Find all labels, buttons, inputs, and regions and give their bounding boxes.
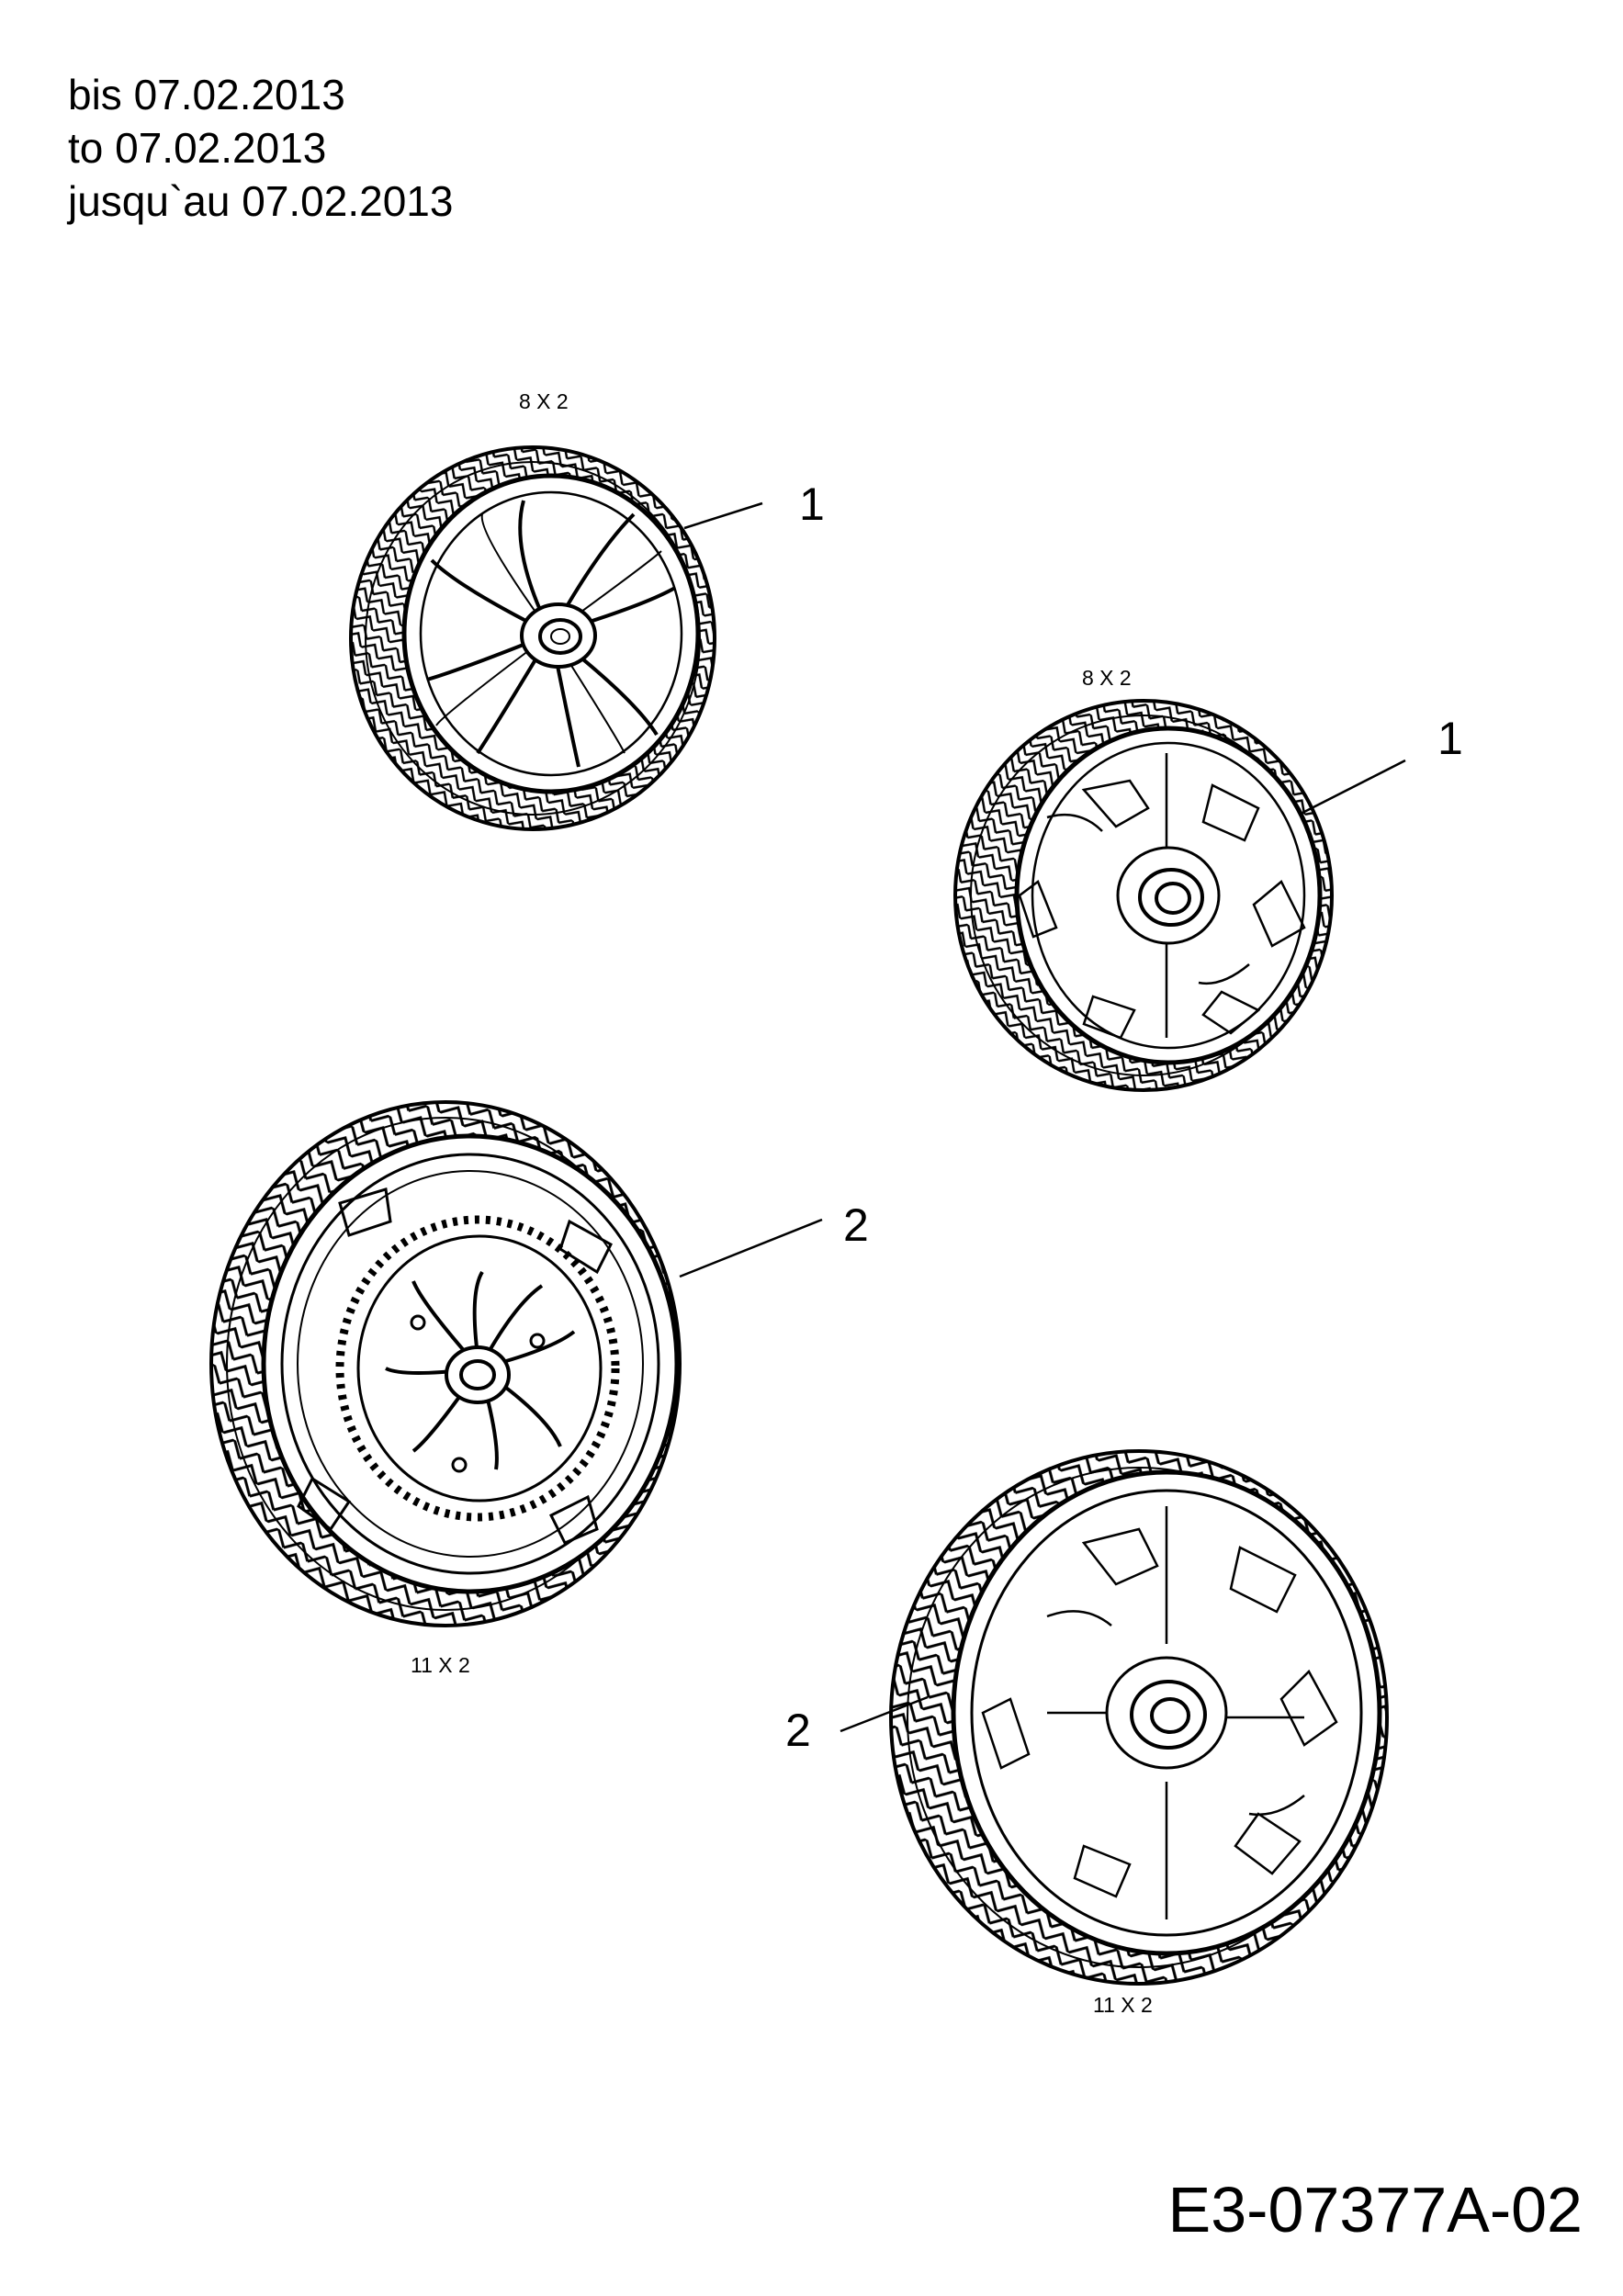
wheel-quantity-label: 11 X 2 bbox=[411, 1653, 470, 1677]
wheel-11in-geared bbox=[209, 1100, 682, 1627]
drawing-document-id: E3-07377A-02 bbox=[1167, 2174, 1583, 2245]
validity-line-en: to 07.02.2013 bbox=[68, 124, 327, 172]
part-callout-number: 1 bbox=[799, 478, 825, 530]
wheel-quantity-label: 11 X 2 bbox=[1093, 1993, 1153, 2017]
part-callout-number: 2 bbox=[785, 1705, 811, 1756]
wheel-quantity-label: 8 X 2 bbox=[519, 389, 569, 413]
wheel-11in-plain bbox=[889, 1449, 1389, 1986]
leader-lines bbox=[679, 501, 1406, 1733]
wheel-8in-plain bbox=[953, 699, 1334, 1092]
part-callout-number: 2 bbox=[843, 1199, 869, 1251]
validity-line-de: bis 07.02.2013 bbox=[68, 71, 345, 118]
wheel-quantity-label: 8 X 2 bbox=[1082, 666, 1132, 690]
part-callout-number: 1 bbox=[1437, 713, 1463, 764]
validity-line-fr: jusqu`au 07.02.2013 bbox=[68, 177, 454, 225]
wheel-8in-spoked bbox=[349, 445, 716, 831]
validity-date-header: bis 07.02.2013 to 07.02.2013 jusqu`au 07… bbox=[68, 68, 453, 228]
